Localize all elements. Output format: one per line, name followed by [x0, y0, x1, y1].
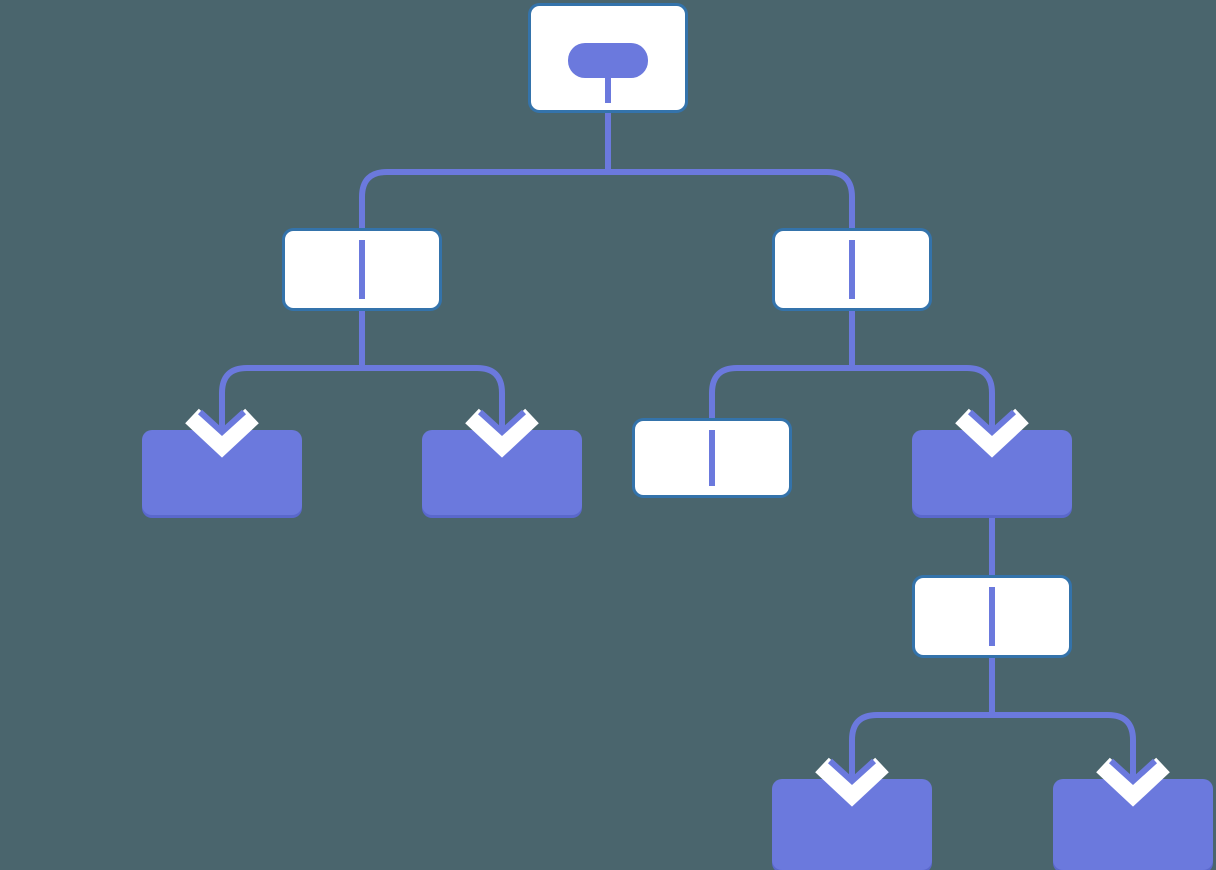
arrowhead-layer [185, 400, 1170, 807]
node-layer [142, 3, 1213, 870]
arrowhead-leaf-4-outline [815, 757, 889, 807]
arrowhead-leaf-5-outline [1096, 757, 1170, 807]
leaf-node-5[interactable] [1053, 779, 1213, 870]
edge-branch-left-to-leaf-2 [362, 365, 505, 438]
leaf-node-2-shape [422, 430, 582, 515]
leaf-node-1-shape [142, 430, 302, 515]
edge-sub-branch-to-leaf-5 [992, 712, 1136, 788]
branch-node-left[interactable] [282, 228, 442, 311]
edge-sub-branch-to-leaf-4 [849, 712, 992, 788]
arrowhead-leaf-5 [1096, 749, 1170, 807]
root-node[interactable] [528, 3, 688, 113]
arrowhead-mid-outline [955, 408, 1029, 458]
mid-node[interactable] [912, 430, 1072, 518]
edge-branch-right-to-mid [852, 365, 995, 438]
root-node-badge [568, 43, 648, 78]
edge-root-to-branch-right [608, 169, 855, 300]
arrowhead-leaf-1 [185, 400, 259, 458]
branch-node-right[interactable] [772, 228, 932, 311]
arrowhead-mid [955, 400, 1029, 458]
leaf-node-4[interactable] [772, 779, 932, 870]
edge-root-to-branch-left [359, 169, 608, 300]
leaf-node-1[interactable] [142, 430, 302, 518]
leaf-node-3[interactable] [632, 418, 792, 498]
mid-node-shape [912, 430, 1072, 515]
arrowhead-leaf-1-outline [185, 408, 259, 458]
sub-branch-node[interactable] [912, 575, 1072, 658]
arrowhead-leaf-2-outline [465, 408, 539, 458]
arrowhead-leaf-4 [815, 749, 889, 807]
leaf-node-2[interactable] [422, 430, 582, 518]
leaf-node-5-shape [1053, 779, 1213, 870]
edge-branch-left-to-leaf-1 [219, 365, 362, 438]
arrowhead-leaf-2 [465, 400, 539, 458]
edge-branch-right-to-leaf-3 [709, 365, 852, 420]
leaf-node-4-shape [772, 779, 932, 870]
